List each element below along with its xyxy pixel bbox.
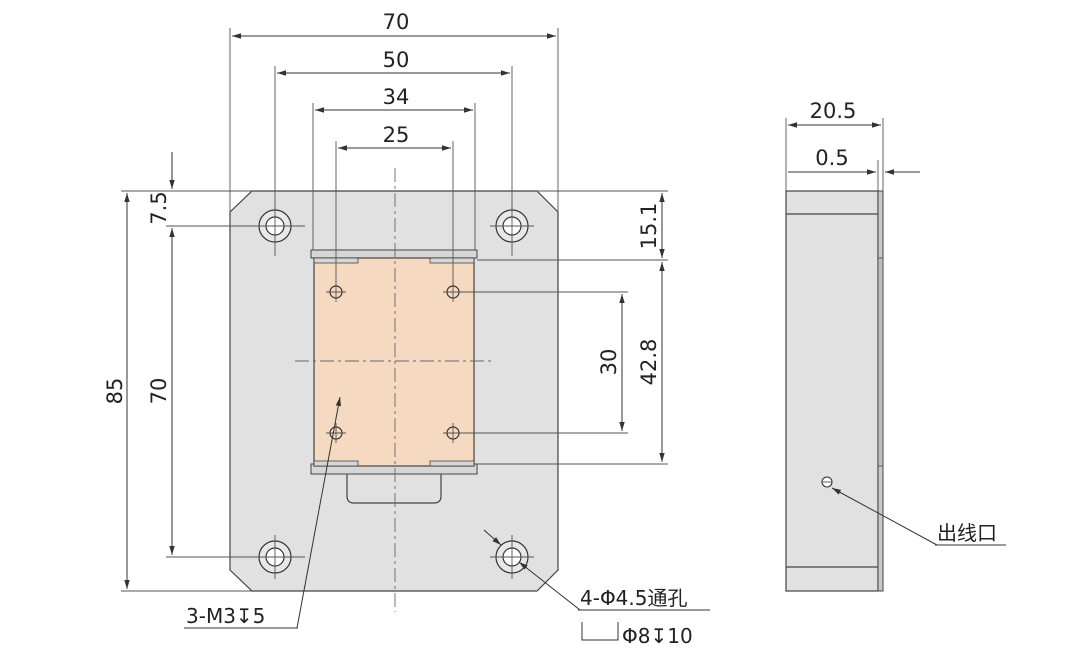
dim-label-25: 25 <box>383 123 410 147</box>
dim-label-0-5: 0.5 <box>815 146 848 170</box>
dim-label-70-vertical: 70 <box>147 378 171 405</box>
dim-thread-spacing-25: 25 <box>335 123 454 286</box>
dim-label-30: 30 <box>597 349 621 376</box>
cable-outlet-hole <box>821 476 833 488</box>
side-body <box>785 190 879 592</box>
side-view <box>785 190 884 592</box>
thread-hole-note: 3-M3↧5 <box>184 396 342 629</box>
plate-clip-br <box>429 460 475 467</box>
side-flange-inner <box>877 257 884 467</box>
cable-outlet-note: 出线口 <box>831 487 1006 546</box>
dim-hole-spacing-70: 70 <box>147 225 259 558</box>
counterbore-label: Φ8↧10 <box>622 624 693 648</box>
front-view <box>229 168 559 612</box>
mounting-plate <box>313 257 475 467</box>
dim-label-7-5: 7.5 <box>147 191 171 224</box>
bottom-tab <box>346 473 442 504</box>
dim-depth-20-5: 20.5 <box>785 99 884 191</box>
dim-label-34: 34 <box>383 85 410 109</box>
dim-label-70: 70 <box>383 10 410 34</box>
dim-height-85: 85 <box>103 190 252 592</box>
dim-flange-0-5: 0.5 <box>788 146 920 191</box>
through-hole-label: 4-Φ4.5通孔 <box>580 586 688 610</box>
dim-thread-spacing-30: 30 <box>461 291 628 434</box>
dim-hole-spacing-50: 50 <box>274 48 513 210</box>
dim-label-50: 50 <box>383 48 410 72</box>
thread-hole-br <box>443 423 463 443</box>
plate-clip-bl <box>313 460 359 467</box>
plate-clip-tr <box>429 257 475 264</box>
dim-top-to-plate-15-1: 15.1 <box>477 190 668 261</box>
cable-outlet-label: 出线口 <box>937 521 997 545</box>
dim-label-15-1: 15.1 <box>637 203 661 250</box>
through-hole-note: 4-Φ4.5通孔 Φ8↧10 <box>483 529 710 648</box>
dim-width-70: 70 <box>229 10 559 212</box>
corner-hole-tr <box>490 204 534 256</box>
dim-label-20-5: 20.5 <box>810 99 857 123</box>
dim-label-42-8: 42.8 <box>637 339 661 386</box>
dim-label-85: 85 <box>103 378 127 405</box>
dim-top-offset-7-5: 7.5 <box>147 152 175 240</box>
thread-hole-label: 3-M3↧5 <box>186 604 265 628</box>
dim-plate-width-34: 34 <box>312 85 476 250</box>
dim-plate-height-42-8: 42.8 <box>477 262 668 465</box>
thread-hole-bl <box>326 423 346 443</box>
